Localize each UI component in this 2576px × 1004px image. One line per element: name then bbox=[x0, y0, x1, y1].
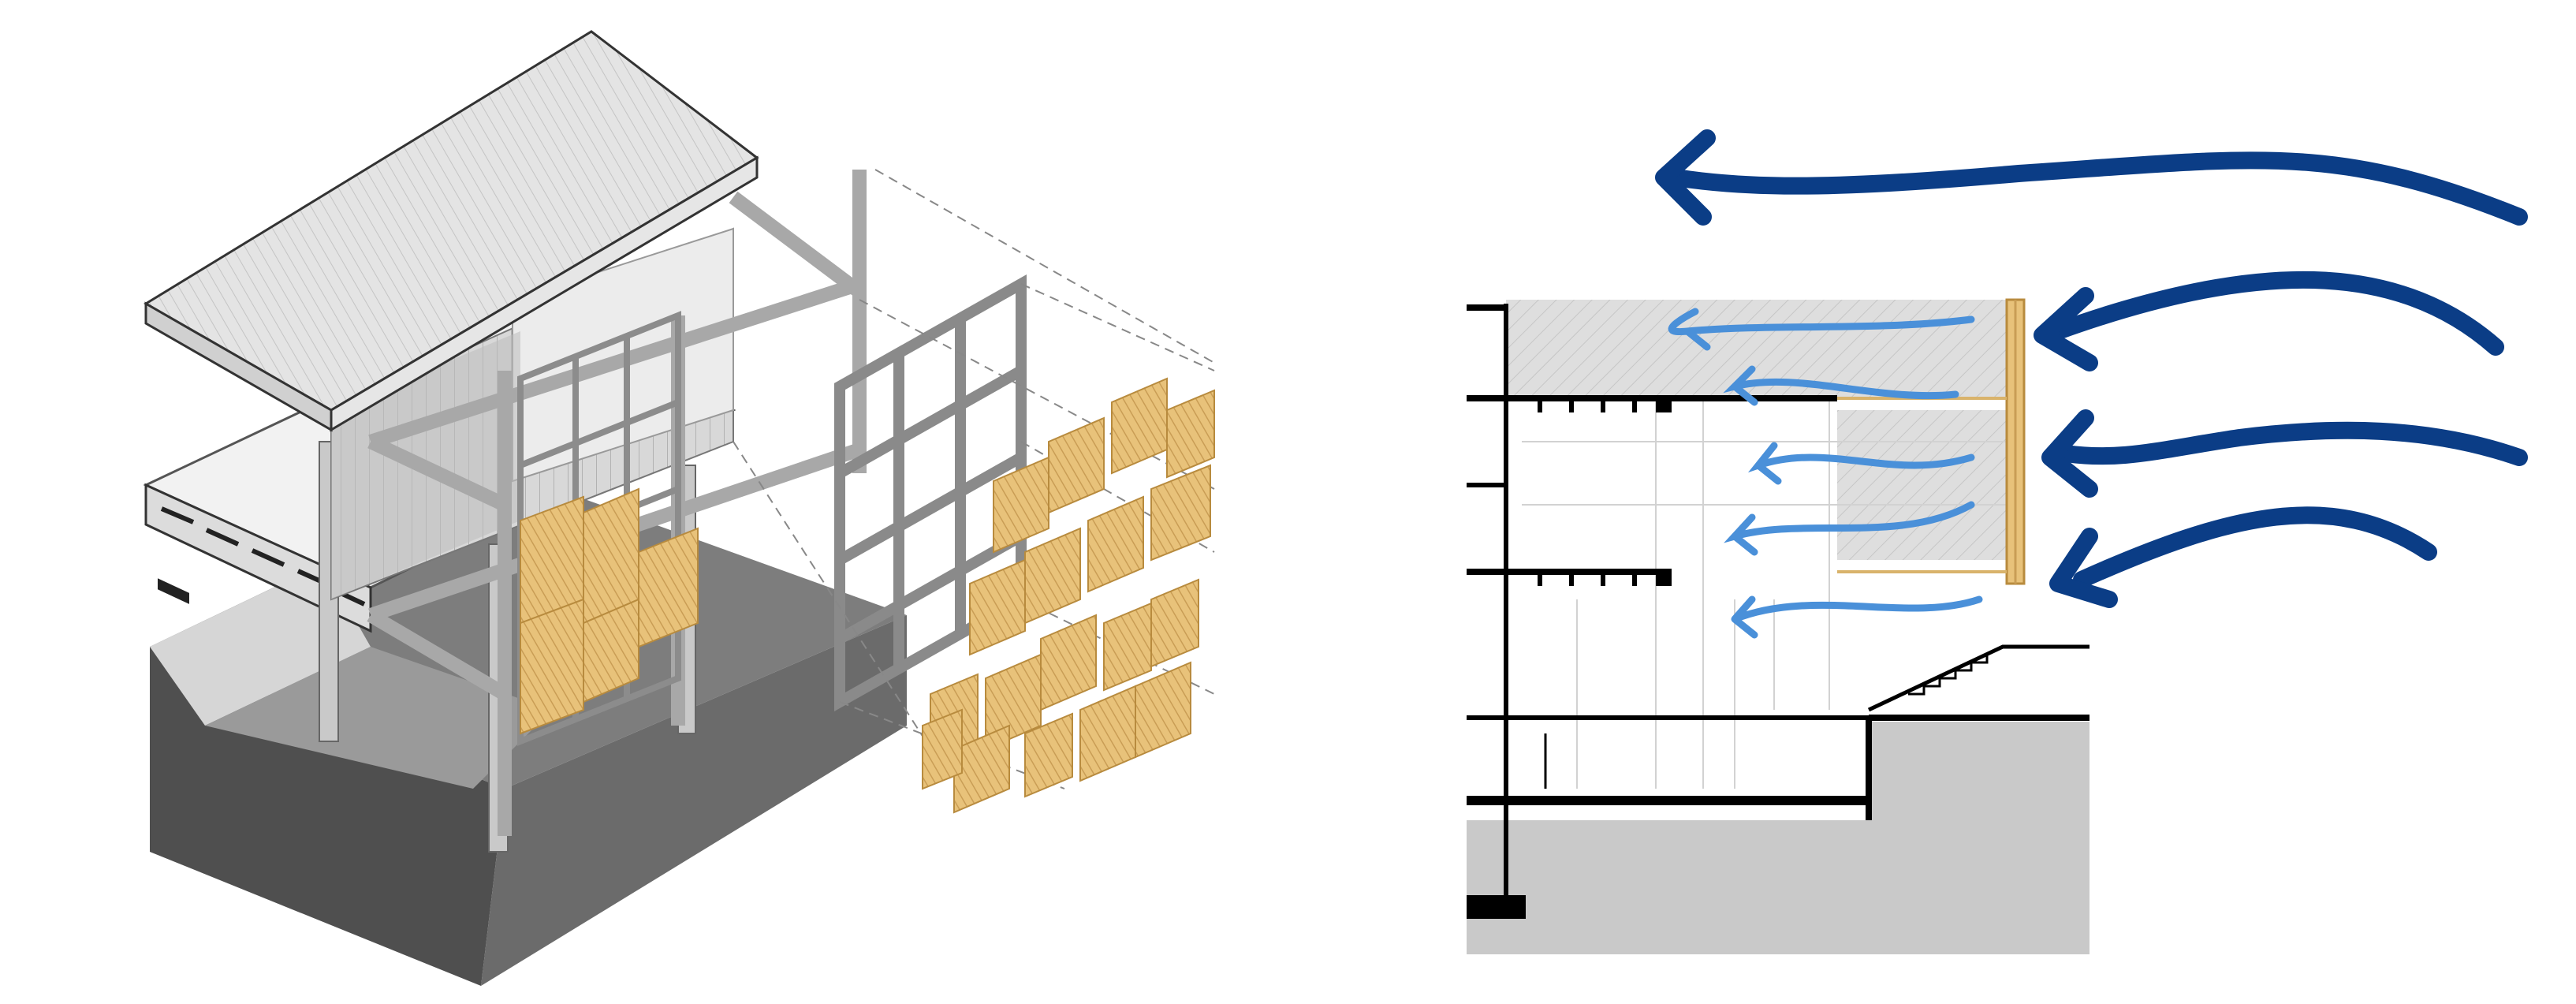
airflow-arrow-5 bbox=[1731, 595, 1983, 639]
interior-lines bbox=[1522, 398, 2019, 789]
airflow-arrow-2 bbox=[1723, 365, 1959, 406]
slab-ticks bbox=[1538, 398, 1672, 586]
axonometric-view bbox=[143, 30, 1215, 986]
airflow-arrow-3 bbox=[1747, 442, 1975, 485]
wind-arrow-2-head bbox=[2041, 409, 2098, 498]
wind-arrow-top-head bbox=[1655, 129, 1716, 226]
steel-frame bbox=[367, 170, 867, 836]
roof-slab bbox=[144, 30, 759, 432]
ventilation-section bbox=[1467, 129, 2528, 954]
airflow-arrow-4 bbox=[1724, 501, 1975, 556]
wind-arrow-2 bbox=[2057, 421, 2528, 466]
ground-mass bbox=[1467, 722, 2090, 954]
wind-arrow-1-head bbox=[2034, 287, 2098, 371]
wind-arrow-top bbox=[1667, 151, 2528, 226]
wind-arrow-1 bbox=[2049, 271, 2504, 356]
installed-timber-panels bbox=[520, 487, 699, 735]
interior-airflow-arrows bbox=[1668, 308, 1983, 639]
wind-arrow-3-head bbox=[2049, 528, 2118, 608]
airflow-arrow-1 bbox=[1668, 308, 1975, 351]
explosion-guide-lines bbox=[733, 169, 1215, 789]
wind-arrows bbox=[1655, 129, 2528, 608]
wind-arrow-3 bbox=[2073, 506, 2437, 588]
upper-floor-rooms bbox=[1506, 300, 2019, 560]
exploded-timber-panels bbox=[922, 377, 1215, 814]
